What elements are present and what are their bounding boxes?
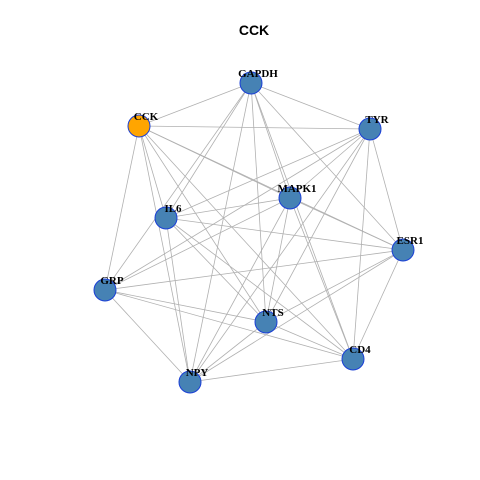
edge-nts-npy: [189, 321, 267, 383]
edge-nts-cd4: [265, 321, 354, 360]
node-circle[interactable]: [154, 206, 178, 230]
node-grp[interactable]: GRP: [93, 275, 124, 302]
edge-tyr-npy: [189, 128, 371, 383]
node-circle[interactable]: [239, 71, 263, 95]
edge-cck-nts: [138, 125, 267, 323]
edge-esr1-cd4: [352, 249, 404, 360]
edge-esr1-nts: [265, 249, 404, 323]
node-label: CD4: [349, 344, 371, 356]
node-circle[interactable]: [358, 117, 382, 141]
graph-title: CCK: [239, 22, 269, 38]
edge-cck-cd4: [138, 125, 354, 360]
edge-tyr-mapk1: [289, 128, 371, 199]
edge-cck-tyr: [138, 125, 371, 130]
node-circle[interactable]: [93, 278, 117, 302]
edge-tyr-grp: [104, 128, 371, 291]
edge-mapk1-nts: [265, 197, 291, 323]
edge-cd4-npy: [189, 358, 354, 383]
edge-layer: [104, 82, 404, 383]
node-circle[interactable]: [178, 370, 202, 394]
edge-gapdh-il6: [165, 82, 252, 219]
edge-tyr-il6: [165, 128, 371, 219]
edge-gapdh-nts: [250, 82, 267, 323]
node-tyr[interactable]: TYR: [358, 114, 390, 141]
edge-esr1-grp: [104, 249, 404, 291]
edge-gapdh-cd4: [250, 82, 354, 360]
edge-il6-esr1: [165, 217, 404, 251]
edge-tyr-esr1: [369, 128, 404, 251]
node-circle[interactable]: [254, 310, 278, 334]
edge-mapk1-esr1: [289, 197, 404, 251]
edge-mapk1-cd4: [289, 197, 354, 360]
edge-il6-npy: [165, 217, 191, 383]
edge-esr1-npy: [189, 249, 404, 383]
edge-grp-npy: [104, 289, 191, 383]
edge-mapk1-grp: [104, 197, 291, 291]
node-mapk1[interactable]: MAPK1: [277, 183, 317, 210]
node-il6[interactable]: IL6: [154, 203, 182, 230]
edge-mapk1-il6: [165, 197, 291, 219]
edge-cck-il6: [138, 125, 167, 219]
node-label: NPY: [186, 367, 209, 379]
edge-mapk1-npy: [189, 197, 291, 383]
edge-il6-nts: [165, 217, 267, 323]
node-label: GRP: [100, 275, 124, 287]
edge-gapdh-mapk1: [250, 82, 291, 199]
node-cck[interactable]: CCK: [127, 111, 159, 138]
node-esr1[interactable]: ESR1: [391, 235, 424, 262]
node-circle[interactable]: [127, 114, 151, 138]
node-label: ESR1: [397, 235, 424, 247]
edge-grp-nts: [104, 289, 267, 323]
node-circle[interactable]: [341, 347, 365, 371]
node-circle[interactable]: [391, 238, 415, 262]
node-label: IL6: [164, 203, 182, 215]
node-cd4[interactable]: CD4: [341, 344, 371, 371]
node-gapdh[interactable]: GAPDH: [238, 68, 278, 95]
edge-gapdh-tyr: [250, 82, 371, 130]
node-label: CCK: [134, 111, 159, 123]
node-nts[interactable]: NTS: [254, 307, 284, 334]
node-circle[interactable]: [278, 186, 302, 210]
edge-il6-cd4: [165, 217, 354, 360]
node-npy[interactable]: NPY: [178, 367, 209, 394]
edge-cck-grp: [104, 125, 140, 291]
edge-tyr-nts: [265, 128, 371, 323]
node-label: GAPDH: [238, 68, 278, 80]
node-label: MAPK1: [277, 183, 316, 195]
edge-grp-cd4: [104, 289, 354, 360]
edge-gapdh-cck: [138, 82, 252, 127]
node-label: TYR: [365, 114, 389, 126]
node-label: NTS: [262, 307, 283, 319]
